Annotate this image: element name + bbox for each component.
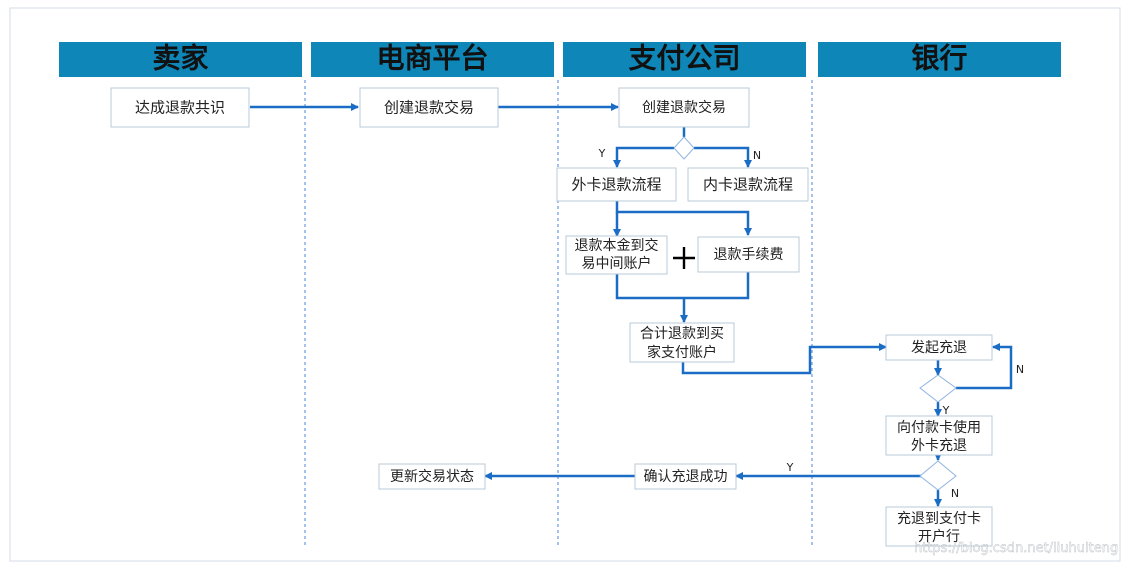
- label-bank-issuer-no: N: [951, 487, 959, 500]
- label-bank-loop-no: N: [1016, 363, 1024, 376]
- edge-fee-merge: [684, 272, 750, 300]
- edge-external-to-fee: [615, 201, 752, 236]
- node-external-flow-label: 外卡退款流程: [571, 176, 661, 194]
- lane-header-platform: 电商平台: [311, 42, 554, 77]
- lane-header-payment-company: 支付公司: [563, 42, 806, 77]
- node-internal-flow: 内卡退款流程: [687, 167, 809, 202]
- node-platform-create: 创建退款交易: [359, 87, 499, 128]
- node-bank-to-issuer: 充退到支付卡 开户行: [885, 506, 993, 547]
- node-principal-label-line2: 易中间账户: [582, 255, 652, 272]
- lane-header-payment-company-label: 支付公司: [628, 42, 740, 75]
- edge-principal-merge: [615, 274, 684, 300]
- node-fee-label: 退款手续费: [714, 246, 784, 263]
- lane-header-seller-label: 卖家: [152, 42, 208, 75]
- node-confirm-label: 确认充退成功: [644, 469, 728, 485]
- label-pay-yes: Y: [598, 147, 606, 160]
- edge-decision-no-internal: [694, 146, 752, 168]
- node-seller-consensus-label: 达成退款共识: [135, 99, 225, 117]
- node-fee: 退款手续费: [697, 236, 800, 273]
- watermark: https://blog.csdn.net/liuhuiteng: [914, 541, 1118, 556]
- label-pay-no: N: [753, 149, 761, 162]
- node-payment-create-label: 创建退款交易: [642, 99, 726, 116]
- node-platform-create-label: 创建退款交易: [384, 99, 474, 117]
- diagram-frame: [9, 7, 1121, 562]
- decision-bank-initiate: [919, 374, 957, 403]
- node-principal-label-line1: 退款本金到交: [575, 237, 659, 254]
- decision-card-type: [673, 136, 695, 160]
- label-bank-card-yes: Y: [942, 404, 950, 417]
- node-total-label-line2: 家支付账户: [647, 344, 717, 361]
- edge-decision-yes-external: [613, 146, 674, 168]
- node-bank-to-issuer-label-line2: 开户行: [918, 528, 960, 545]
- node-bank-to-issuer-label-line1: 充退到支付卡: [897, 511, 981, 527]
- node-bank-to-card-label-line2: 外卡充退: [911, 438, 967, 454]
- node-bank-initiate-label: 发起充退: [911, 340, 967, 356]
- node-payment-create: 创建退款交易: [618, 87, 750, 128]
- node-principal: 退款本金到交 易中间账户: [565, 235, 668, 275]
- node-bank-to-card: 向付款卡使用 外卡充退: [885, 415, 993, 456]
- node-bank-to-card-label-line1: 向付款卡使用: [897, 419, 981, 436]
- node-bank-initiate: 发起充退: [885, 334, 993, 361]
- lane-header-seller: 卖家: [59, 42, 302, 77]
- plus-sign: +: [673, 247, 695, 269]
- node-update-status: 更新交易状态: [378, 463, 486, 490]
- node-confirm: 确认充退成功: [634, 463, 737, 490]
- edge-bank-loop-no: [956, 343, 1013, 390]
- lane-header-platform-label: 电商平台: [376, 42, 488, 75]
- node-update-status-label: 更新交易状态: [390, 468, 474, 485]
- edge-total-to-bank: [681, 343, 887, 375]
- label-bank-confirm-yes: Y: [786, 461, 794, 474]
- node-seller-consensus: 达成退款共识: [110, 87, 250, 128]
- node-total: 合计退款到买 家支付账户: [629, 322, 735, 363]
- lane-header-bank: 银行: [818, 42, 1061, 77]
- node-external-flow: 外卡退款流程: [556, 167, 677, 202]
- decision-bank-card: [919, 460, 957, 491]
- lane-header-bank-label: 银行: [911, 42, 967, 75]
- node-internal-flow-label: 内卡退款流程: [703, 176, 793, 194]
- node-total-label-line1: 合计退款到买: [640, 326, 724, 342]
